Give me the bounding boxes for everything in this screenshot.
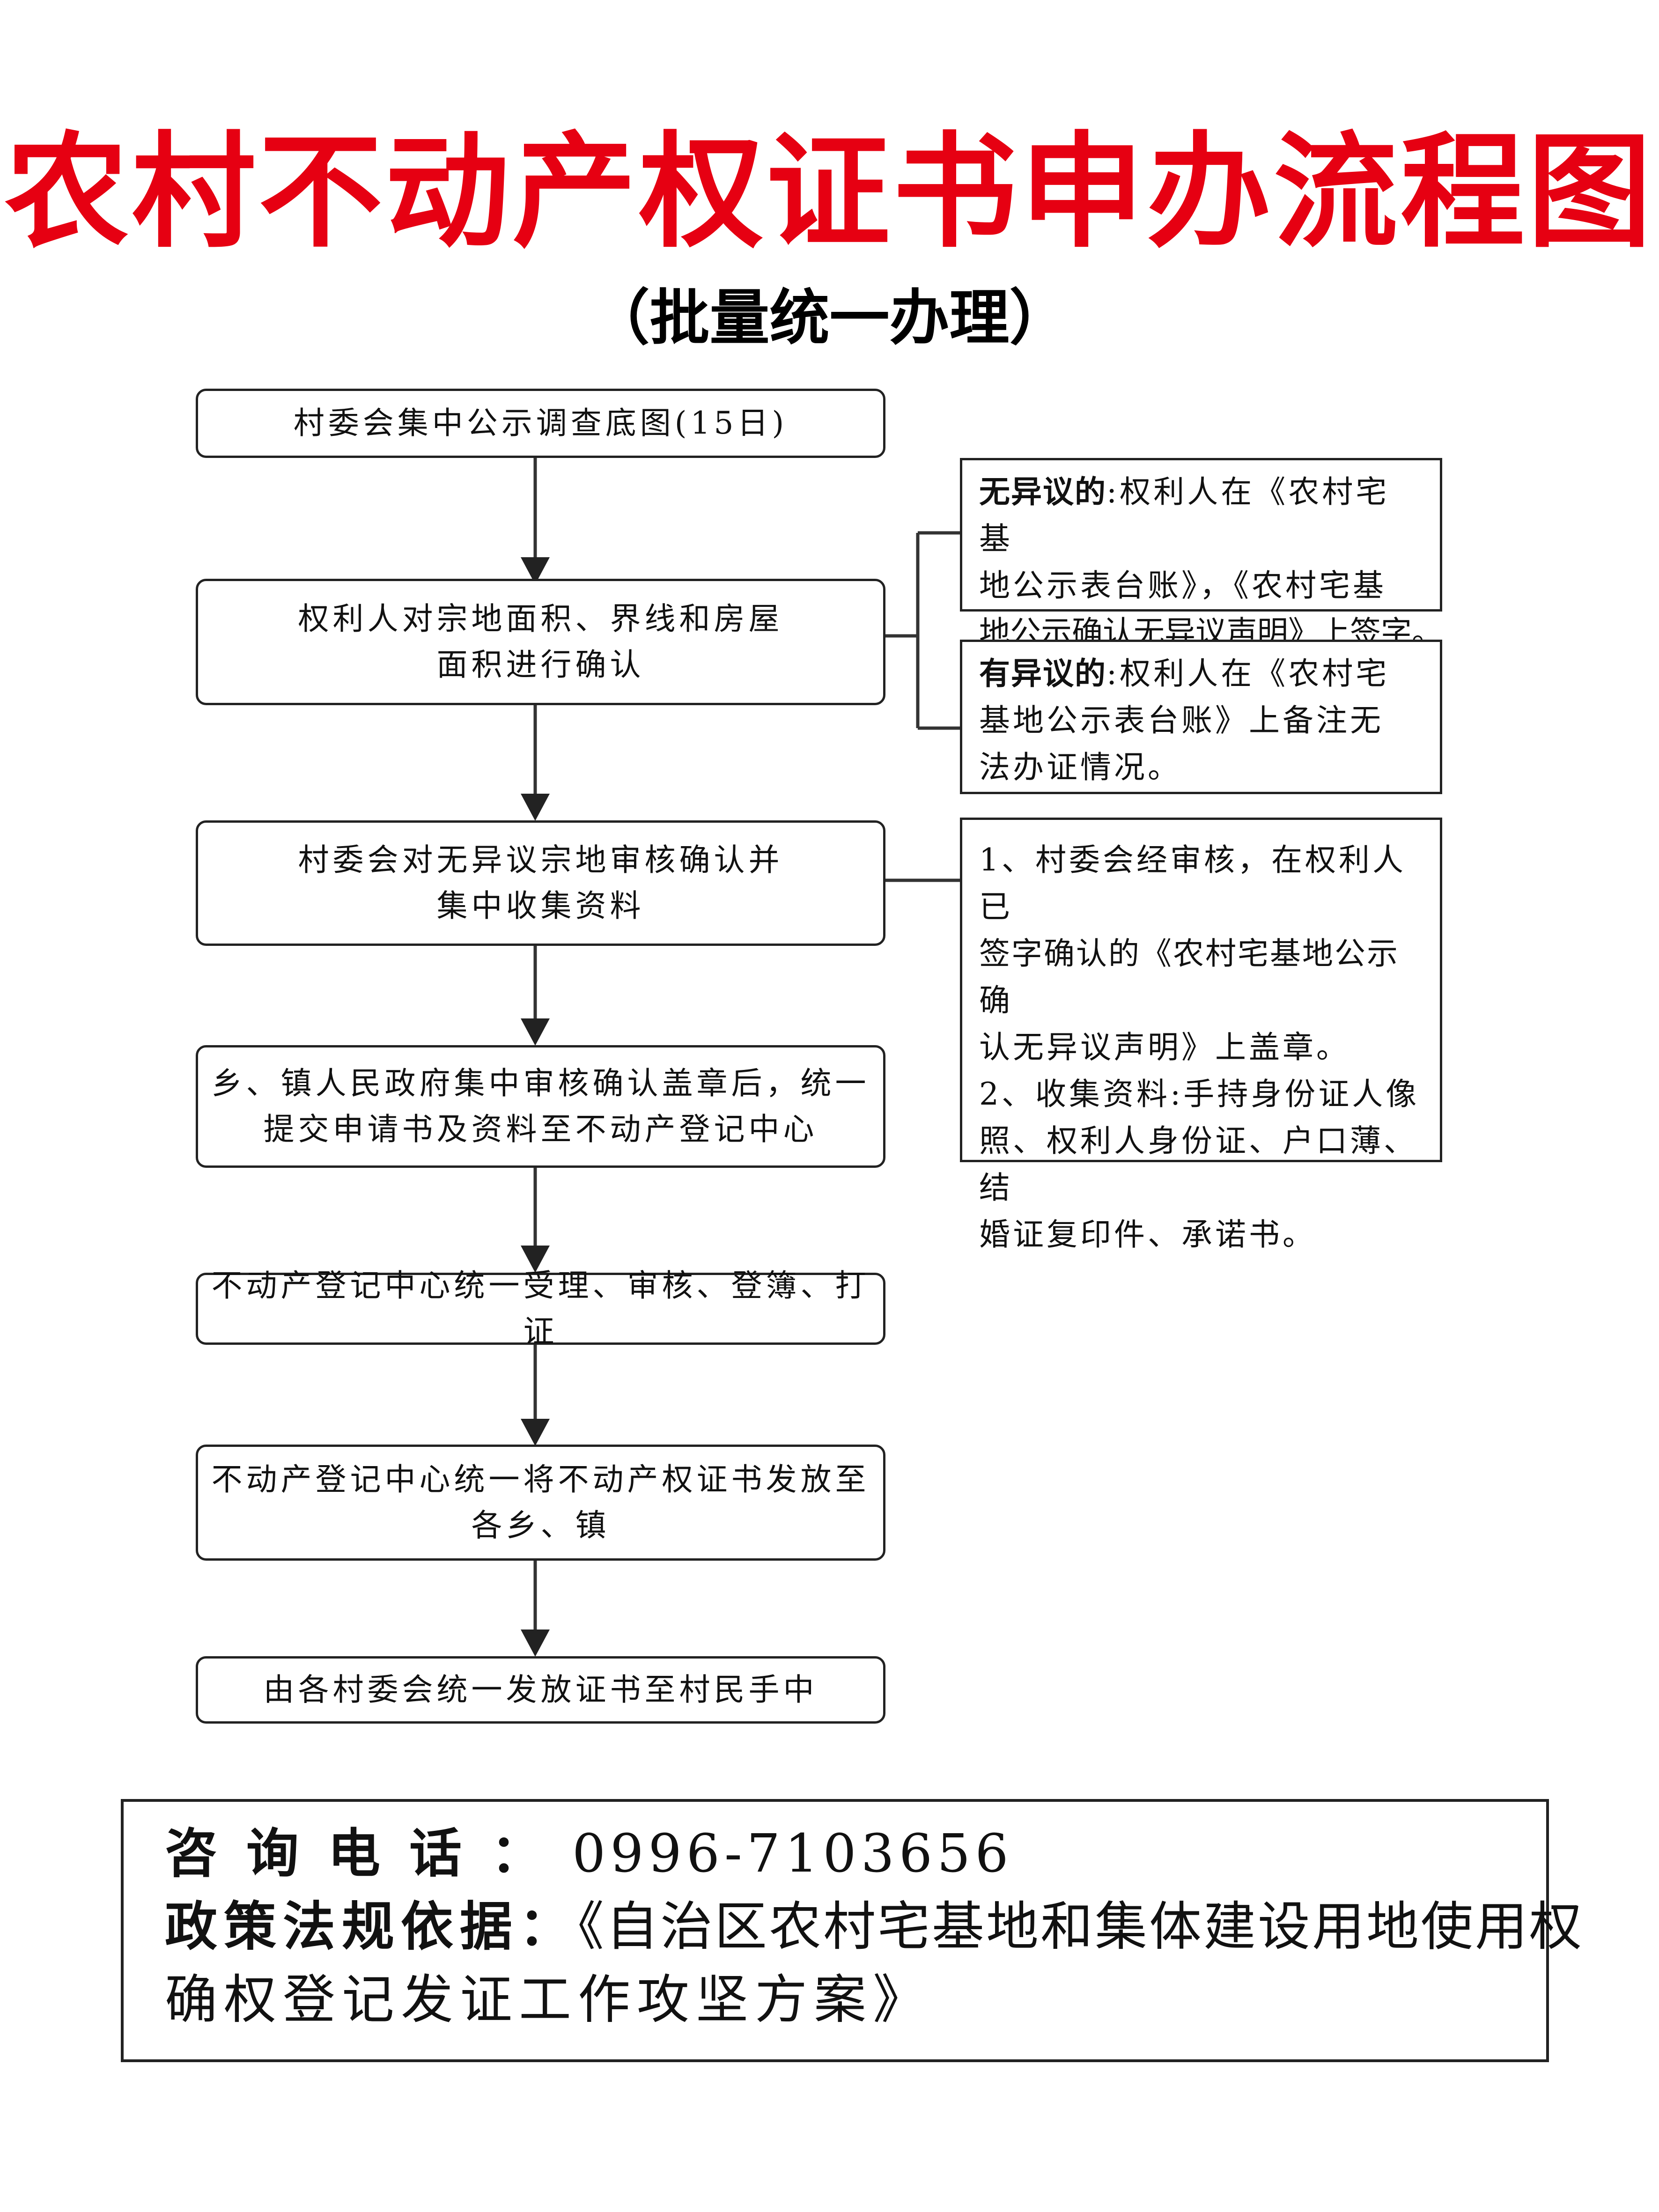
note-collect-line-6: 婚证复印件、承诺书。	[979, 1217, 1316, 1253]
bracket-step2-notes	[885, 531, 960, 730]
step-1-text: 村委会集中公示调查底图(15日)	[293, 405, 788, 441]
step-6-box: 不动产登记中心统一将不动产权证书发放至 各乡、镇	[196, 1445, 885, 1561]
basis-label: 政策法规依据：	[165, 1896, 578, 1957]
page-subtitle: （批量统一办理）	[590, 283, 1069, 353]
step-3-line-2: 集中收集资料	[436, 888, 645, 924]
note-objection-line-3: 法办证情况。	[979, 749, 1181, 785]
arrowhead-6	[521, 1630, 550, 1657]
step-1-box: 村委会集中公示调查底图(15日)	[196, 389, 885, 458]
note-collect-line-2: 签字确认的《农村宅基地公示确	[979, 936, 1399, 1018]
step-4-line-2: 提交申请书及资料至不动产登记中心	[263, 1111, 818, 1147]
note-collect-line-4: 2、收集资料:手持身份证人像	[979, 1076, 1420, 1112]
step-5-text: 不动产登记中心统一受理、审核、登簿、打证	[211, 1268, 870, 1349]
step-3-line-1: 村委会对无异议宗地审核确认并	[298, 842, 783, 878]
note-objection-label: 有异议的	[979, 656, 1106, 692]
step-3-box: 村委会对无异议宗地审核确认并 集中收集资料	[196, 820, 885, 946]
phone-number: 0996-7103656	[572, 1823, 1013, 1884]
note-collect-materials: 1、村委会经审核，在权利人已 签字确认的《农村宅基地公示确 认无异议声明》上盖章…	[960, 818, 1442, 1253]
contact-info-box: 咨询电话：0996-7103656 政策法规依据：《自治区农村宅基地和集体建设用…	[121, 1799, 1582, 2062]
note-objection-line-2: 基地公示表台账》上备注无	[979, 702, 1384, 738]
step-7-box: 由各村委会统一发放证书至村民手中	[196, 1656, 885, 1724]
note-collect-line-3: 认无异议声明》上盖章。	[979, 1029, 1350, 1065]
note-objection-line-1: :权利人在《农村宅	[1106, 656, 1390, 692]
arrowhead-3	[521, 1018, 550, 1046]
arrowhead-1	[521, 557, 550, 584]
step-4-box: 乡、镇人民政府集中审核确认盖章后，统一 提交申请书及资料至不动产登记中心	[196, 1045, 885, 1168]
basis-line-2: 确权登记发证工作攻坚方案》	[165, 1969, 932, 2030]
note-no-objection: 无异议的:权利人在《农村宅基 地公示表台账》，《农村宅基 地公示确认无异议声明》…	[960, 458, 1443, 650]
basis-row-2: 确权登记发证工作攻坚方案》	[165, 1967, 1505, 2033]
note-no-objection-line-2: 地公示表台账》，《农村宅基	[979, 568, 1386, 604]
note-objection: 有异议的:权利人在《农村宅 基地公示表台账》上备注无 法办证情况。	[960, 640, 1442, 794]
step-4-line-1: 乡、镇人民政府集中审核确认盖章后，统一	[211, 1065, 870, 1101]
arrowhead-5	[521, 1419, 550, 1446]
note-no-objection-line-1: :权利人在《农村宅基	[979, 474, 1390, 557]
step-7-text: 由各村委会统一发放证书至村民手中	[263, 1672, 818, 1708]
step-2-line-1: 权利人对宗地面积、界线和房屋	[298, 601, 783, 637]
basis-line-1: 《自治区农村宅基地和集体建设用地使用权	[578, 1896, 1584, 1957]
step-5-box: 不动产登记中心统一受理、审核、登簿、打证	[196, 1268, 885, 1349]
phone-label: 咨询电话：	[165, 1823, 572, 1884]
step-6-line-1: 不动产登记中心统一将不动产权证书发放至	[211, 1461, 870, 1497]
arrowhead-2	[521, 794, 550, 821]
basis-row: 政策法规依据：《自治区农村宅基地和集体建设用地使用权	[165, 1894, 1582, 1960]
note-collect-line-1: 1、村委会经审核，在权利人已	[979, 842, 1406, 925]
page-title: 农村不动产权证书申办流程图	[5, 119, 1654, 265]
step-2-line-2: 面积进行确认	[436, 647, 645, 683]
arrowhead-4	[521, 1246, 550, 1273]
phone-row: 咨询电话：0996-7103656	[165, 1821, 1505, 1887]
step-6-line-2: 各乡、镇	[471, 1507, 610, 1543]
note-collect-line-5: 照、权利人身份证、户口薄、结	[979, 1123, 1417, 1206]
note-no-objection-label: 无异议的	[979, 474, 1106, 510]
step-2-box: 权利人对宗地面积、界线和房屋 面积进行确认	[196, 579, 885, 705]
